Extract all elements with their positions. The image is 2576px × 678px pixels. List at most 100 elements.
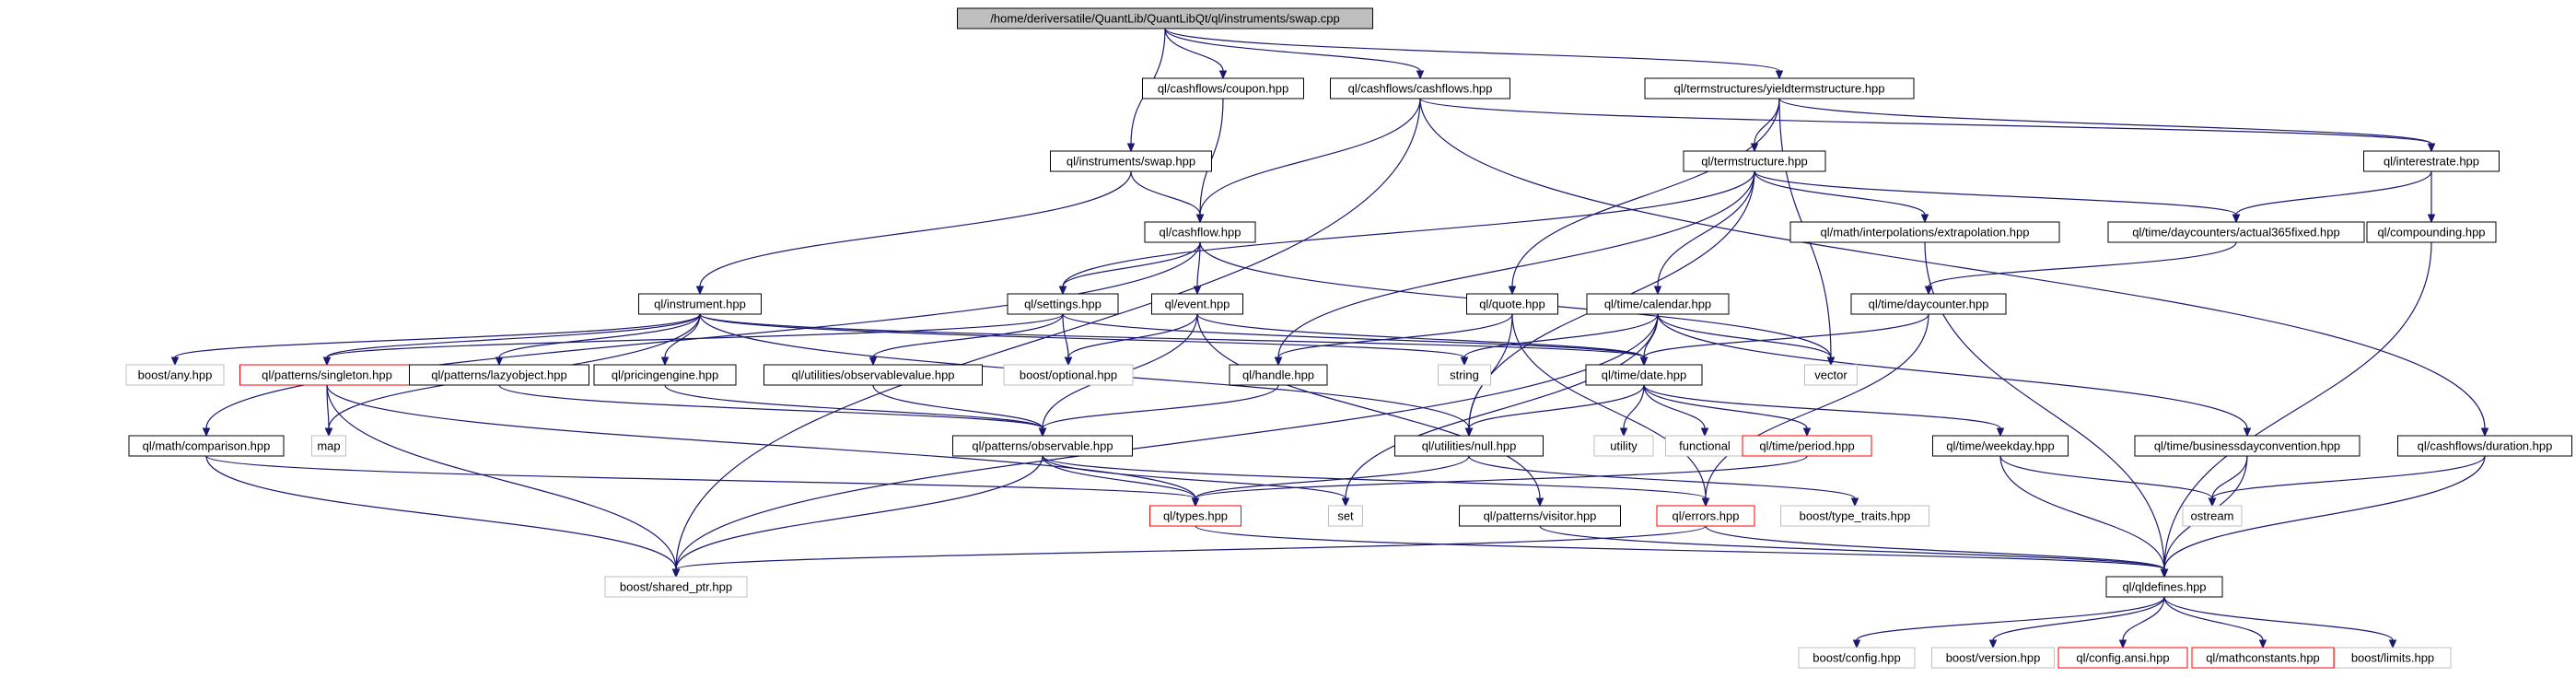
node-shared_ptr[interactable]: boost/shared_ptr.hpp — [604, 576, 748, 598]
node-label: ql/math/interpolations/extrapolation.hpp — [1821, 226, 2030, 240]
node-yts[interactable]: ql/termstructures/yieldtermstructure.hpp — [1644, 77, 1915, 99]
edge-instrument-to-singleton — [326, 313, 701, 358]
node-label: vector — [1814, 368, 1847, 382]
node-box — [1050, 150, 1212, 172]
arrowhead-handle-to-observable — [1038, 427, 1047, 438]
node-weekday[interactable]: ql/time/weekday.hpp — [1932, 435, 2069, 457]
node-type_traits[interactable]: boost/type_traits.hpp — [1780, 505, 1929, 527]
node-boost_config[interactable]: boost/config.hpp — [1798, 647, 1916, 669]
node-boost_optional[interactable]: boost/optional.hpp — [1003, 364, 1134, 386]
node-settings[interactable]: ql/settings.hpp — [1007, 293, 1119, 315]
node-calendar[interactable]: ql/time/calendar.hpp — [1586, 293, 1730, 315]
node-pricingengine[interactable]: ql/pricingengine.hpp — [593, 364, 737, 386]
arrowhead-qldefines-to-boost_limits — [2388, 639, 2397, 649]
node-singleton[interactable]: ql/patterns/singleton.hpp — [239, 364, 414, 386]
arrowhead-instrument-to-pricingengine — [660, 357, 670, 367]
node-quote[interactable]: ql/quote.hpp — [1466, 293, 1558, 315]
node-date[interactable]: ql/time/date.hpp — [1585, 364, 1703, 386]
edge-event-to-boost_optional — [1067, 313, 1198, 358]
node-boost_limits[interactable]: boost/limits.hpp — [2334, 647, 2452, 669]
node-label: ql/utilities/observablevalue.hpp — [791, 368, 954, 382]
node-label: boost/shared_ptr.hpp — [620, 580, 732, 594]
node-box — [593, 364, 737, 386]
node-compounding[interactable]: ql/compounding.hpp — [2366, 221, 2497, 243]
node-label: boost/type_traits.hpp — [1800, 509, 1911, 523]
arrowhead-qldefines-to-boost_version — [1988, 639, 1998, 649]
node-utility[interactable]: utility — [1593, 435, 1654, 457]
node-label: ql/errors.hpp — [1673, 509, 1740, 523]
edge-cashflows-to-shared_ptr — [675, 98, 1421, 570]
edge-settings-to-boost_optional — [1062, 313, 1069, 358]
node-box — [1644, 77, 1915, 99]
node-bdc[interactable]: ql/time/businessdayconvention.hpp — [2134, 435, 2360, 457]
arrowhead-swap_cpp-to-swap_hpp — [1126, 143, 1136, 153]
node-boost_version[interactable]: boost/version.hpp — [1931, 647, 2055, 669]
node-extrapolation[interactable]: ql/math/interpolations/extrapolation.hpp — [1789, 221, 2060, 243]
node-label: ql/quote.hpp — [1479, 298, 1545, 311]
node-daycounter[interactable]: ql/time/daycounter.hpp — [1850, 293, 2007, 315]
edge-settings-to-date — [1062, 313, 1645, 358]
node-visitor[interactable]: ql/patterns/visitor.hpp — [1459, 505, 1621, 527]
node-label: ql/cashflows/duration.hpp — [2418, 439, 2553, 453]
edge-date-to-null — [1468, 384, 1645, 429]
node-box — [1328, 505, 1363, 527]
node-obsvalue[interactable]: ql/utilities/observablevalue.hpp — [763, 364, 983, 386]
edge-settings-to-singleton — [326, 313, 1064, 358]
node-box — [1466, 293, 1558, 315]
node-vector[interactable]: vector — [1804, 364, 1858, 386]
edge-interestrate-to-actual365 — [2235, 170, 2432, 216]
arrowhead-actual365-to-daycounter — [1924, 286, 1933, 296]
node-box — [1742, 435, 1872, 457]
node-termstructure[interactable]: ql/termstructure.hpp — [1683, 150, 1826, 172]
node-string[interactable]: string — [1438, 364, 1491, 386]
edge-calendar-to-string — [1463, 313, 1659, 358]
node-event[interactable]: ql/event.hpp — [1151, 293, 1243, 315]
node-period[interactable]: ql/time/period.hpp — [1742, 435, 1872, 457]
node-interestrate[interactable]: ql/interestrate.hpp — [2363, 150, 2500, 172]
node-set[interactable]: set — [1328, 505, 1363, 527]
edge-yts-to-termstructure — [1754, 98, 1780, 145]
node-map[interactable]: map — [311, 435, 346, 457]
node-box — [1593, 435, 1654, 457]
node-comparison[interactable]: ql/math/comparison.hpp — [128, 435, 285, 457]
edges-layer — [170, 28, 2489, 649]
node-functional[interactable]: functional — [1665, 435, 1744, 457]
node-config_ansi[interactable]: ql/config.ansi.hpp — [2057, 647, 2188, 669]
node-box — [1789, 221, 2060, 243]
node-label: ql/termstructure.hpp — [1701, 155, 1808, 169]
node-null[interactable]: ql/utilities/null.hpp — [1394, 435, 1544, 457]
node-duration[interactable]: ql/cashflows/duration.hpp — [2397, 435, 2572, 457]
node-swap_hpp[interactable]: ql/instruments/swap.hpp — [1050, 150, 1212, 172]
node-cashflow[interactable]: ql/cashflow.hpp — [1144, 221, 1256, 243]
edge-qldefines-to-config_ansi — [2122, 596, 2165, 641]
edge-date-to-functional — [1643, 384, 1706, 429]
arrowhead-daycounter-to-date — [1639, 357, 1649, 367]
edge-lazyobject-to-observable — [498, 384, 1043, 429]
node-observable[interactable]: ql/patterns/observable.hpp — [952, 435, 1133, 457]
node-ostream[interactable]: ostream — [2182, 505, 2243, 527]
node-swap_cpp[interactable]: /home/deriversatile/QuantLib/QuantLibQt/… — [957, 7, 1373, 29]
node-qldefines[interactable]: ql/qldefines.hpp — [2105, 576, 2223, 598]
node-box — [125, 364, 225, 386]
arrowhead-cashflows-to-duration — [2480, 427, 2489, 438]
edge-calendar-to-set — [1345, 313, 1659, 499]
node-mathconstants[interactable]: ql/mathconstants.hpp — [2191, 647, 2335, 669]
node-box — [1003, 364, 1134, 386]
node-boost_any[interactable]: boost/any.hpp — [125, 364, 225, 386]
node-label: boost/optional.hpp — [1020, 368, 1117, 382]
node-coupon[interactable]: ql/cashflows/coupon.hpp — [1142, 77, 1304, 99]
node-label: ql/cashflows/cashflows.hpp — [1348, 82, 1493, 96]
node-actual365[interactable]: ql/time/daycounters/actual365fixed.hpp — [2107, 221, 2365, 243]
node-label: ql/time/daycounters/actual365fixed.hpp — [2132, 226, 2339, 240]
node-types[interactable]: ql/types.hpp — [1149, 505, 1241, 527]
node-cashflows[interactable]: ql/cashflows/cashflows.hpp — [1330, 77, 1510, 99]
arrowhead-instrument-to-boost_any — [170, 357, 180, 367]
node-handle[interactable]: ql/handle.hpp — [1229, 364, 1328, 386]
node-lazyobject[interactable]: ql/patterns/lazyobject.hpp — [409, 364, 589, 386]
node-instrument[interactable]: ql/instrument.hpp — [638, 293, 762, 315]
edge-duration-to-qldefines — [2163, 455, 2486, 570]
arrowhead-cashflow-to-event — [1193, 286, 1202, 296]
node-label: ql/patterns/observable.hpp — [972, 439, 1113, 453]
node-errors[interactable]: ql/errors.hpp — [1656, 505, 1755, 527]
node-box — [1798, 647, 1916, 669]
